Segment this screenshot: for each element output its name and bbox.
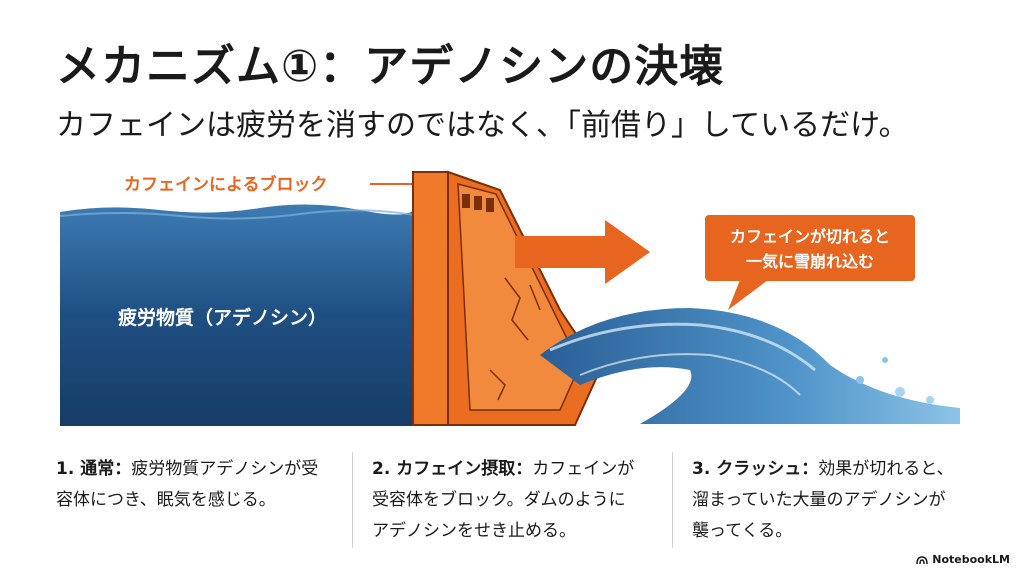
step-3-colon: ： (801, 459, 819, 479)
crash-callout: カフェインが切れると 一気に雪崩れ込む (705, 215, 915, 310)
brand-name: NotebookLM (932, 553, 1010, 566)
step-2-text: カフェインが受容体をブロック。ダムのようにアデノシンをせき止める。 (372, 459, 635, 541)
adenosine-water (60, 204, 415, 426)
step-1-heading: 1. 通常 (56, 459, 115, 479)
slide-title: メカニズム①：アデノシンの決壊 (56, 41, 725, 92)
notebooklm-logo-icon (916, 555, 928, 564)
water-surface-ripple (59, 209, 416, 220)
step-3-heading: 3. クラッシュ (692, 459, 802, 479)
divider-1 (352, 452, 353, 548)
dam-illustration: 疲労物質（アデノシン） カフェインによるブロック カフェインが切れると 一気に雪… (59, 170, 960, 426)
step-3-caption: 3. クラッシュ：効果が切れると、溜まっていた大量のアデノシンが襲ってくる。 (692, 454, 962, 547)
step-2-heading: 2. カフェイン摂取 (372, 459, 516, 479)
step-2-caption: 2. カフェイン摂取：カフェインが受容体をブロック。ダムのようにアデノシンをせき… (372, 454, 642, 547)
step-1-text: 疲労物質アデノシンが受容体につき、眠気を感じる。 (56, 459, 319, 510)
flow-arrow-icon (515, 220, 650, 284)
slide-subtitle: カフェインは疲労を消すのではなく、「前借り」しているだけ。 (56, 108, 909, 143)
svg-text:一気に雪崩れ込む: 一気に雪崩れ込む (746, 252, 874, 271)
step-1-caption: 1. 通常：疲労物質アデノシンが受容体につき、眠気を感じる。 (56, 454, 326, 516)
svg-text:カフェインが切れると: カフェインが切れると (730, 227, 890, 246)
dam-wall (412, 170, 602, 426)
step-2-colon: ： (515, 459, 533, 479)
divider-2 (672, 452, 673, 548)
block-label: カフェインによるブロック (124, 174, 328, 195)
step-3-text: 効果が切れると、溜まっていた大量のアデノシンが襲ってくる。 (692, 459, 954, 541)
step-1-colon: ： (114, 459, 132, 479)
notebooklm-brand: NotebookLM (916, 553, 1010, 566)
water-label: 疲労物質（アデノシン） (118, 306, 327, 329)
